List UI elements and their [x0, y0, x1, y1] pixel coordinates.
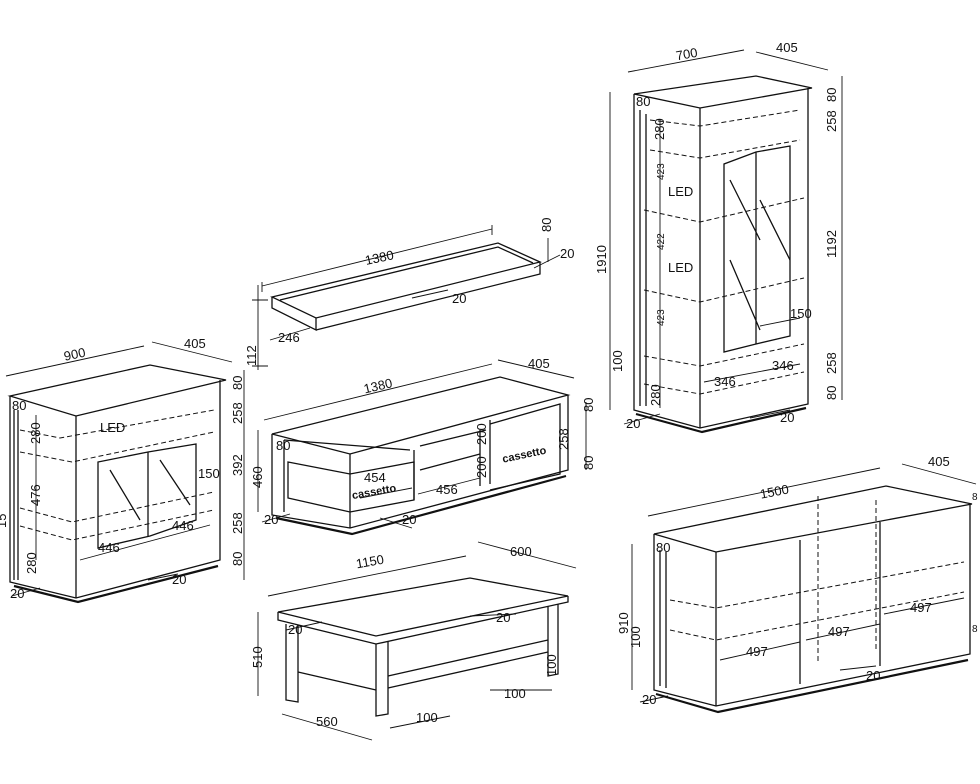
- table-leg2-label: 100: [504, 686, 526, 701]
- shelf-depth-label: 246: [278, 330, 300, 345]
- vitrine-foot-label: 20: [780, 410, 794, 425]
- small-led-label: LED: [100, 420, 125, 435]
- small-h280b-label: 280: [24, 552, 39, 574]
- table-height-label: 510: [250, 646, 265, 668]
- vitrine-h100-label: 100: [610, 350, 625, 372]
- vitrine-led1-label: LED: [668, 184, 693, 199]
- vitrine-s423b-label: 423: [656, 309, 667, 326]
- vitrine-left80-label: 80: [636, 94, 650, 109]
- large-w497c-label: 497: [910, 600, 932, 615]
- table-shelf-label: 20: [496, 610, 510, 625]
- large-edge-top-label: 8: [972, 492, 978, 503]
- small-h258a-label: 258: [230, 402, 245, 424]
- small-sideboard: 900 405 80 258 392 258 80 80 280 476 280…: [0, 336, 245, 604]
- small-h392-label: 392: [230, 454, 245, 476]
- vitrine-h80-label: 80: [824, 386, 839, 400]
- small-depth-label: 405: [184, 336, 206, 351]
- tv-drawer-width-label: 454: [364, 470, 386, 485]
- table-width-label: 1150: [355, 552, 385, 572]
- small-h280-label: 280: [28, 422, 43, 444]
- vitrine-h1192-label: 1192: [824, 230, 839, 258]
- small-foot-left-label: 20: [10, 586, 24, 601]
- tv-foot-label: 20: [264, 512, 278, 527]
- shelf-gap-label: 20: [560, 246, 574, 261]
- coffee-table: 1150 600 510 560 100 100 100 20 20: [250, 541, 577, 741]
- vitrine: 700 405 80 258 1192 258 80 1910 80 280 4…: [594, 40, 843, 434]
- large-h100-label: 100: [628, 626, 643, 648]
- vitrine-top-label: 80: [824, 88, 839, 102]
- vitrine-w346a-label: 346: [714, 374, 736, 389]
- vitrine-depth-label: 405: [776, 40, 798, 55]
- shelf-height-label: 80: [539, 218, 554, 232]
- tv-stand: 1380 405 80 258 80 460 80 200 200 454 45…: [250, 356, 596, 536]
- vitrine-total-label: 1910: [594, 245, 609, 274]
- table-leg-label: 100: [416, 710, 438, 725]
- table-leg3-label: 100: [544, 654, 559, 676]
- wall-shelf: 1380 80 20 20 246 112: [244, 218, 574, 370]
- large-left80-label: 80: [656, 540, 670, 555]
- small-left80-label: 80: [12, 398, 26, 413]
- tv-height-label: 460: [250, 466, 265, 488]
- large-height-label: 910: [616, 612, 631, 634]
- table-depth-b-label: 560: [316, 714, 338, 729]
- small-h258b-label: 258: [230, 512, 245, 534]
- shelf-width-label: 1380: [364, 247, 395, 268]
- small-h80-label: 80: [230, 552, 245, 566]
- vitrine-h280b-label: 280: [648, 384, 663, 406]
- small-w446b-label: 446: [172, 518, 194, 533]
- small-h476-label: 476: [28, 484, 43, 506]
- large-w497b-label: 497: [828, 624, 850, 639]
- vitrine-h258-label: 258: [824, 110, 839, 132]
- large-w497a-label: 497: [746, 644, 768, 659]
- large-foot-left-label: 20: [642, 692, 656, 707]
- small-w446a-label: 446: [98, 540, 120, 555]
- small-foot-label: 20: [172, 572, 186, 587]
- tv-drawer2-label: 200: [474, 456, 489, 478]
- tv-depth-label: 405: [528, 356, 550, 371]
- vitrine-w150-label: 150: [790, 306, 812, 321]
- tv-width-label: 1380: [362, 375, 394, 396]
- vitrine-foot-left-label: 20: [626, 416, 640, 431]
- small-cut-label: 15: [0, 514, 9, 528]
- large-width-label: 1500: [759, 481, 790, 501]
- small-width-label: 900: [62, 345, 86, 364]
- shelf-thickness-label: 20: [452, 291, 466, 306]
- tv-left-top-label: 80: [276, 438, 290, 453]
- tv-bottom-label: 80: [581, 456, 596, 470]
- vitrine-w346b-label: 346: [772, 358, 794, 373]
- vitrine-h280-label: 280: [652, 118, 667, 140]
- tv-foot2-label: 20: [402, 512, 416, 527]
- large-depth-label: 405: [928, 454, 950, 469]
- shelf-side-label: 112: [244, 345, 259, 366]
- vitrine-width-label: 700: [675, 45, 699, 64]
- table-top-label: 20: [288, 622, 302, 637]
- large-sideboard: 1500 405 910 80 100 497 497 497 20 20 8 …: [616, 454, 978, 714]
- small-top-label: 80: [230, 376, 245, 390]
- tv-drawer1-label: 200: [474, 423, 489, 445]
- tv-drawer-text-1: cassetto: [351, 482, 397, 502]
- tv-top-label: 80: [581, 398, 596, 412]
- vitrine-s423a-label: 423: [656, 163, 667, 180]
- small-w150-label: 150: [198, 466, 220, 481]
- large-edge-right-label: 8: [972, 624, 978, 635]
- vitrine-led2-label: LED: [668, 260, 693, 275]
- tv-door-label: 258: [556, 428, 571, 450]
- table-depth-label: 600: [510, 544, 532, 559]
- large-foot-label: 20: [866, 668, 880, 683]
- vitrine-s422-label: 422: [656, 233, 667, 250]
- tv-open-width-label: 456: [436, 482, 458, 497]
- tv-drawer-text-2: cassetto: [501, 445, 547, 466]
- vitrine-h258b-label: 258: [824, 352, 839, 374]
